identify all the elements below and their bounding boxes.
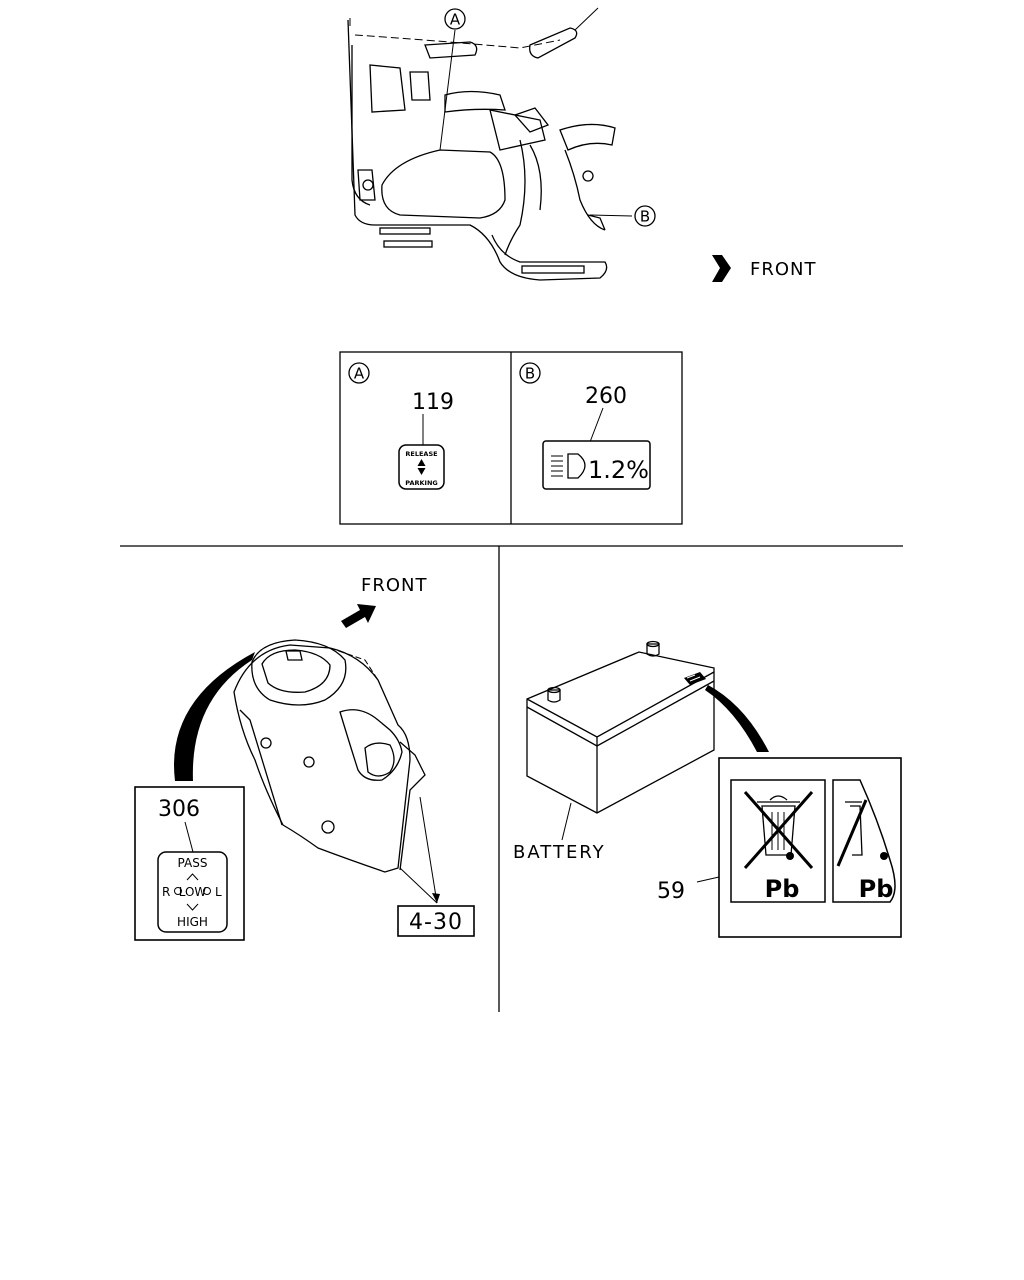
pass-text: PASS: [178, 856, 208, 870]
crossed-bin-icon-partial: [836, 799, 888, 867]
callout-a-letter: A: [450, 11, 461, 29]
aim-value: 1.2%: [588, 456, 649, 484]
curved-arrow-right-icon: [705, 685, 769, 752]
light-switch-label: PASS R LOW L HIGH: [157, 851, 228, 933]
release-text: RELEASE: [405, 450, 437, 458]
part-260: 260: [585, 384, 627, 409]
recycling-label-1: Pb: [730, 779, 826, 903]
headlamp-aim-label: 1.2%: [542, 440, 651, 490]
curved-arrow-left-icon: [174, 652, 255, 781]
parking-text: PARKING: [405, 479, 437, 487]
down-chevron-icon: [186, 903, 199, 911]
callout-b: B: [634, 205, 656, 227]
part-59: 59: [657, 879, 685, 904]
cab-interior-illustration: [347, 7, 633, 281]
headlamp-icon: [551, 453, 586, 479]
down-triangle-icon: [417, 468, 426, 475]
front-label-top: FRONT: [750, 259, 817, 280]
part-119: 119: [412, 390, 454, 415]
combination-switch-panel: FRONT 4-30 306 PASS R: [134, 575, 475, 941]
left-indicator-icon: [174, 887, 182, 895]
front-arrow-icon: [712, 255, 731, 282]
pb-text-2: Pb: [859, 875, 894, 903]
detail-a-letter: A: [354, 365, 365, 383]
callout-b-letter: B: [640, 208, 650, 226]
right-indicator-icon: [203, 887, 211, 895]
pb-text-1: Pb: [765, 875, 800, 903]
detail-box: A 119 RELEASE PARKING B 260 1.2%: [339, 351, 683, 525]
up-triangle-icon: [417, 459, 426, 466]
callout-a: A: [444, 8, 466, 30]
detail-b-letter: B: [525, 365, 535, 383]
front-label-left: FRONT: [361, 575, 428, 596]
l-text: L: [215, 885, 222, 899]
ref-4-30: 4-30: [409, 910, 463, 935]
release-parking-label: RELEASE PARKING: [398, 444, 445, 490]
low-text: LOW: [179, 885, 207, 899]
battery-text: BATTERY: [513, 842, 606, 863]
battery-panel: BATTERY 59 Pb: [513, 640, 902, 938]
up-chevron-icon: [186, 873, 199, 881]
r-text: R: [162, 885, 170, 899]
high-text: HIGH: [177, 915, 208, 929]
crossed-bin-icon: [743, 791, 814, 869]
front-arrow-top: FRONT: [712, 255, 817, 282]
front-arrow-left-icon: [341, 604, 376, 628]
part-306: 306: [158, 797, 200, 822]
recycling-label-2: Pb: [832, 779, 896, 903]
